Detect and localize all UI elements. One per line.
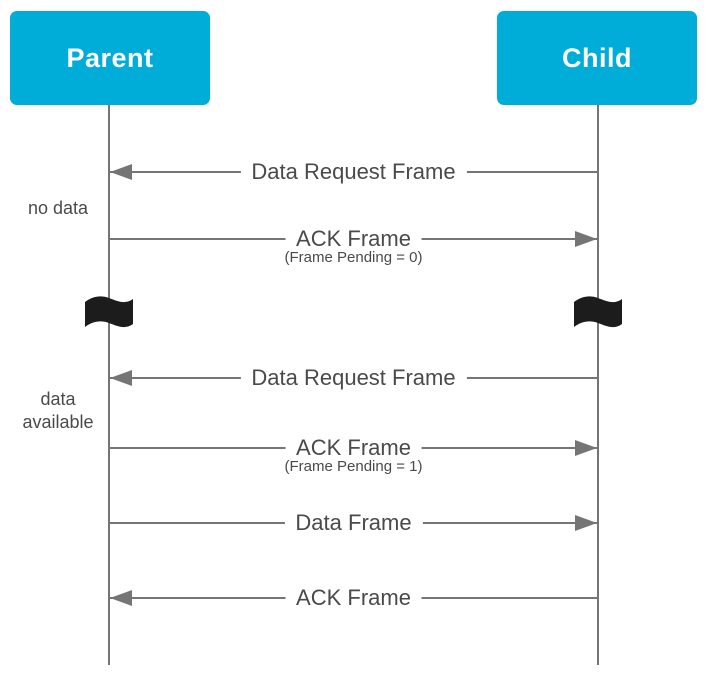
time-break-flag-icon xyxy=(85,293,133,333)
note-line: available xyxy=(22,412,94,432)
arrowhead-right-icon xyxy=(575,515,597,531)
side-note-data-available: data available xyxy=(8,388,108,434)
message-label: ACK Frame xyxy=(285,435,422,461)
note-line: no data xyxy=(27,198,89,218)
side-note-no-data: no data xyxy=(8,197,108,220)
time-break-flag-icon xyxy=(574,293,622,333)
actor-label-parent: Parent xyxy=(66,42,154,73)
message-label: ACK Frame xyxy=(285,226,422,252)
lifeline-child xyxy=(597,105,599,665)
message-label: Data Request Frame xyxy=(240,159,467,185)
arrowhead-left-icon xyxy=(110,590,132,606)
arrowhead-right-icon xyxy=(575,231,597,247)
message-label: Data Frame xyxy=(284,510,423,536)
actor-box-parent: Parent xyxy=(10,11,210,105)
message-label: ACK Frame xyxy=(285,585,422,611)
lifeline-parent xyxy=(108,105,110,665)
message-sublabel: (Frame Pending = 1) xyxy=(278,458,429,475)
arrowhead-left-icon xyxy=(110,370,132,386)
message-label: Data Request Frame xyxy=(240,365,467,391)
arrowhead-left-icon xyxy=(110,164,132,180)
actor-box-child: Child xyxy=(497,11,697,105)
actor-label-child: Child xyxy=(562,42,632,73)
note-line: data xyxy=(40,389,76,409)
arrowhead-right-icon xyxy=(575,440,597,456)
message-sublabel: (Frame Pending = 0) xyxy=(278,249,429,266)
